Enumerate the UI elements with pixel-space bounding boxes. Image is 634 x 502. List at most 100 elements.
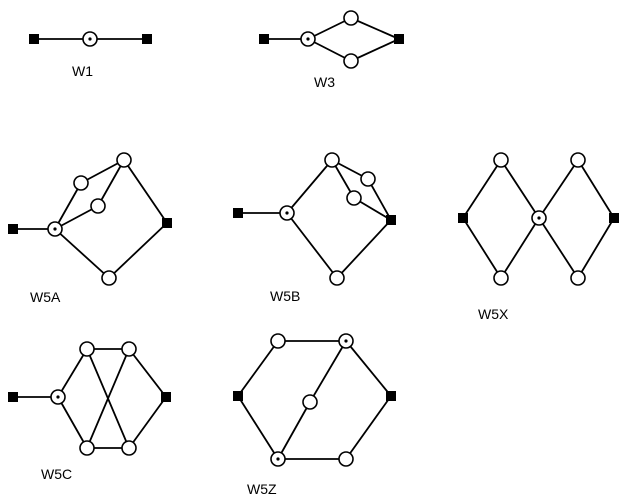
- node-circle: [343, 10, 359, 26]
- graph-label: W5A: [30, 289, 61, 305]
- node-circle: [493, 152, 509, 168]
- terminal-node: [8, 392, 18, 402]
- graph-label: W3: [314, 74, 335, 90]
- graph-edge: [350, 38, 400, 62]
- graph-edge: [86, 348, 130, 449]
- node-center-dot: [344, 339, 348, 343]
- graph-edge: [286, 159, 333, 214]
- dotted-node: [50, 389, 66, 405]
- terminal-node: [233, 208, 243, 218]
- dotted-node: [279, 205, 295, 221]
- node-center-dot: [537, 216, 541, 220]
- node-center-dot: [276, 457, 280, 461]
- terminal-node: [8, 224, 18, 234]
- graph-edge: [54, 205, 99, 230]
- dotted-node: [531, 210, 547, 226]
- node-center-dot: [56, 395, 60, 399]
- graph-edge: [345, 395, 392, 460]
- graph-edge: [462, 217, 502, 279]
- graph-edge: [367, 178, 392, 221]
- open-node: [338, 451, 354, 467]
- graph-edge: [350, 17, 400, 40]
- terminal-node: [161, 392, 171, 402]
- node-circle: [346, 190, 362, 206]
- open-node: [343, 10, 359, 26]
- open-node: [116, 152, 132, 168]
- open-node: [302, 394, 318, 410]
- node-circle: [329, 270, 345, 286]
- graph-edge: [336, 219, 392, 279]
- graph-edge: [277, 401, 311, 460]
- graph-w5b: W5B: [233, 152, 396, 304]
- graph-edge: [108, 222, 168, 279]
- terminal-node: [458, 213, 468, 223]
- open-node: [343, 53, 359, 69]
- graph-edge: [54, 228, 110, 279]
- graph-label: W5B: [270, 288, 300, 304]
- graph-w5z: W5Z: [233, 333, 396, 497]
- node-center-dot: [88, 37, 92, 41]
- open-node: [121, 341, 137, 357]
- graph-edge: [500, 159, 540, 219]
- dotted-node: [47, 221, 63, 237]
- graph-edge: [80, 159, 125, 184]
- graph-w5a: W5A: [8, 152, 172, 305]
- dotted-node: [300, 31, 316, 47]
- graph-label: W5C: [41, 466, 72, 482]
- open-node: [79, 341, 95, 357]
- open-node: [270, 333, 286, 349]
- graph-w3: W3: [259, 10, 404, 90]
- graph-edge: [57, 348, 88, 398]
- node-center-dot: [285, 211, 289, 215]
- graph-w1: W1: [29, 31, 152, 79]
- graph-edge: [54, 182, 82, 230]
- terminal-node: [259, 34, 269, 44]
- graph-label: W5X: [478, 306, 509, 322]
- node-circle: [121, 440, 137, 456]
- terminal-node: [142, 34, 152, 44]
- graph-edge: [307, 38, 352, 62]
- open-node: [101, 270, 117, 286]
- graph-edge: [128, 396, 167, 449]
- graph-edge: [97, 159, 125, 207]
- open-node: [121, 440, 137, 456]
- graph-w5c: W5C: [8, 341, 171, 482]
- graph-edge: [128, 348, 167, 398]
- graph-edge: [57, 396, 88, 449]
- node-circle: [570, 270, 586, 286]
- terminal-node: [386, 391, 396, 401]
- graph-edge: [307, 17, 352, 40]
- graph-edge: [286, 212, 338, 279]
- node-circle: [570, 152, 586, 168]
- open-node: [493, 152, 509, 168]
- dotted-node: [338, 333, 354, 349]
- graph-edge: [345, 340, 392, 397]
- dotted-node: [270, 451, 286, 467]
- open-node: [329, 270, 345, 286]
- terminal-node: [233, 391, 243, 401]
- node-circle: [493, 270, 509, 286]
- terminal-node: [609, 213, 619, 223]
- open-node: [360, 171, 376, 187]
- dotted-node: [82, 31, 98, 47]
- node-circle: [302, 394, 318, 410]
- graph-w5x: W5X: [458, 152, 619, 322]
- graph-edge: [237, 395, 279, 460]
- graph-edge: [538, 159, 579, 219]
- node-circle: [270, 333, 286, 349]
- graph-edge: [237, 340, 279, 397]
- node-circle: [116, 152, 132, 168]
- terminal-node: [29, 34, 39, 44]
- open-node: [570, 152, 586, 168]
- node-circle: [79, 440, 95, 456]
- graph-edge: [538, 217, 579, 279]
- node-circle: [101, 270, 117, 286]
- graph-edge: [577, 217, 615, 279]
- node-circle: [343, 53, 359, 69]
- node-center-dot: [53, 227, 57, 231]
- node-circle: [79, 341, 95, 357]
- terminal-node: [162, 218, 172, 228]
- graph-edge: [462, 159, 502, 219]
- graph-label: W1: [72, 63, 93, 79]
